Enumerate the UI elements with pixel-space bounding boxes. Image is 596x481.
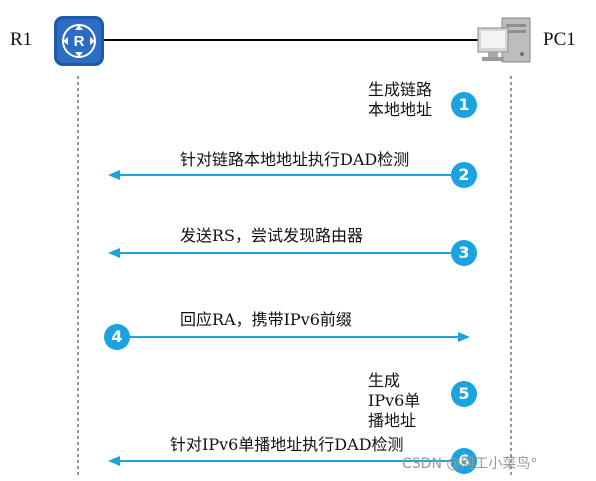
arrow-rs (108, 248, 470, 258)
pc-icon (476, 14, 532, 66)
step-3-badge: 3 (451, 240, 477, 266)
step-1-line-2: 本地地址 (368, 100, 433, 119)
step-6-text: 针对IPv6单播地址执行DAD检测 (170, 435, 404, 454)
watermark: CSDN @网工小菜鸟° (402, 456, 538, 472)
step-4-text: 回应RA，携带IPv6前缀 (180, 310, 352, 329)
step-5-line-1: 生成 (368, 371, 401, 390)
step-1-line-1: 生成链路 (368, 80, 433, 99)
router-label: R1 (10, 29, 33, 50)
arrow-ra (118, 332, 470, 342)
router-icon: R (53, 15, 105, 67)
step-2-text: 针对链路本地地址执行DAD检测 (180, 150, 410, 169)
step-5-line-3: 播地址 (368, 411, 417, 430)
step-6-badge: 6 (451, 448, 477, 474)
step-1-badge: 1 (451, 92, 477, 118)
step-3-text: 发送RS，尝试发现路由器 (180, 226, 364, 245)
arrow-dad-unicast (108, 456, 470, 466)
step-4-badge: 4 (104, 324, 130, 350)
step-5-badge: 5 (451, 381, 477, 407)
step-1-text: 生成链路 本地地址 (368, 80, 432, 120)
step-5-text: 生成 IPv6单 播地址 (368, 371, 420, 431)
step-5-line-2: IPv6单 (368, 391, 421, 410)
arrow-dad-link-local (108, 170, 470, 180)
pc-label: PC1 (543, 29, 576, 50)
svg-text:R: R (74, 33, 85, 50)
step-2-badge: 2 (451, 162, 477, 188)
